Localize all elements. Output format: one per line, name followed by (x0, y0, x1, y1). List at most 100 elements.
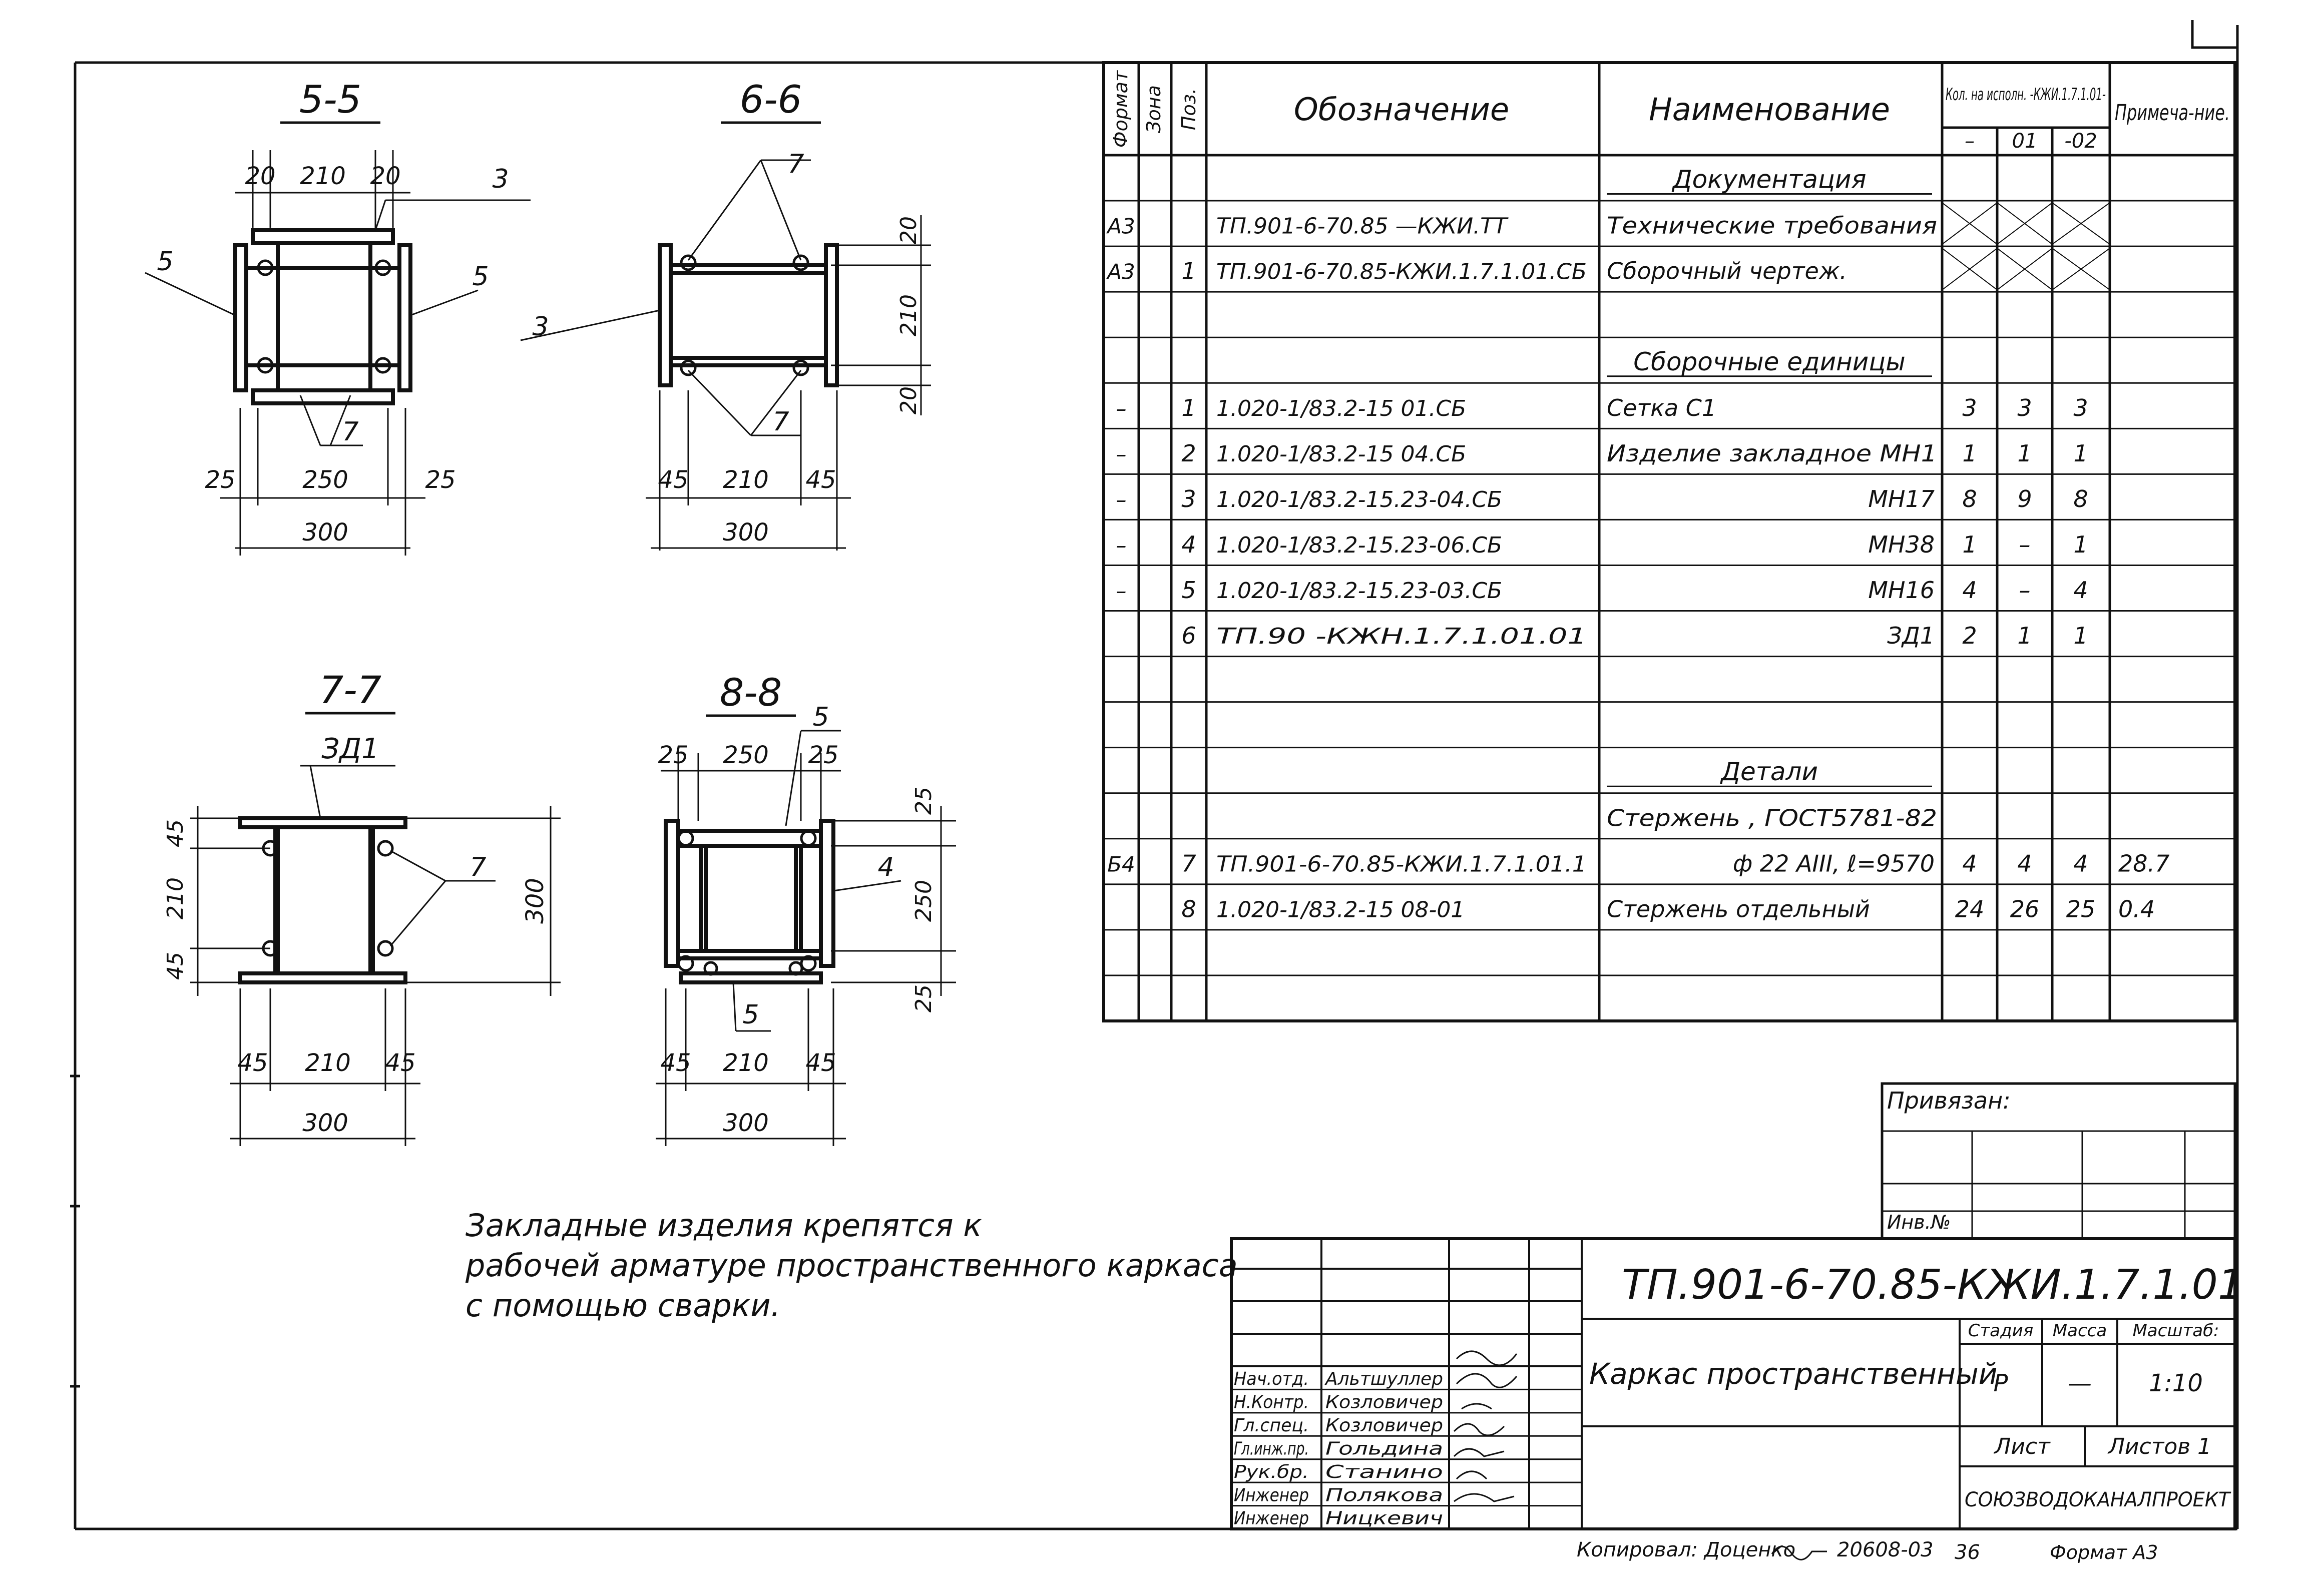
section-title-8-8: 8-8 (720, 670, 782, 715)
person-role: Инженер (1234, 1485, 1309, 1505)
spec-row: Сборочные единицы (1607, 347, 1932, 377)
footer: Копировал: Доценко 20608-03 36 Формат А3 (1577, 1538, 2158, 1564)
pos-8-8-5-bottom: 5 (742, 1000, 759, 1030)
binding-block: Привязан: Инв.№ (1881, 1082, 2236, 1240)
spec-cell-qty: 8 (1962, 485, 1977, 512)
dim-8-8-bot-mid: 210 (723, 1049, 769, 1077)
spec-cell-designation: ТП.901-6-70.85 —КЖИ.ТТ (1216, 214, 1509, 239)
note-line-3: с помощью сварки. (466, 1287, 780, 1324)
person-role: Гл.инж.пр. (1234, 1438, 1309, 1459)
spec-cell-qty: 4 (1962, 850, 1977, 877)
spec-cell-pos: 3 (1181, 485, 1196, 512)
person-name: Козловичер (1325, 1392, 1443, 1413)
spec-cell-designation: 1.020-1/83.2-15.23-03.СБ (1216, 578, 1502, 604)
title-name: Каркас пространственный (1589, 1357, 1997, 1391)
person-name: Альтшуллер (1324, 1369, 1443, 1389)
spec-cell-pos: 1 (1181, 394, 1196, 421)
dim-7-7-bot-mid: 210 (305, 1049, 351, 1077)
spec-cell-format: А3 (1106, 260, 1135, 284)
section-title-5-5: 5-5 (299, 77, 361, 122)
dim-5-5-top-mid: 210 (300, 162, 346, 190)
person-name: Гольдина (1325, 1438, 1443, 1459)
signatures (1453, 1350, 1518, 1502)
pos-5-5-7: 7 (342, 417, 358, 447)
dim-7-7-left-top: 45 (163, 819, 188, 847)
spec-cell-designation: ТП.90 -КЖН.1.7.1.01.01 (1216, 624, 1587, 649)
spec-header-note: Примеча-ние. (2115, 100, 2230, 126)
spec-row: Документация (1607, 165, 1932, 195)
spec-cell-qty: 4 (2073, 577, 2088, 604)
left-margin-ticks (70, 1075, 80, 1388)
person-role: Нач.отд. (1234, 1369, 1309, 1389)
dim-5-5-bot-right: 25 (425, 466, 455, 494)
footer-copied: Копировал: Доценко (1577, 1538, 1795, 1561)
spec-cell-qty: 24 (1955, 895, 1985, 922)
spec-cell-pos: 2 (1181, 440, 1196, 467)
spec-cell-note: 28.7 (2118, 850, 2169, 877)
section-6-6: 6-6 (520, 77, 931, 551)
dim-7-7-right: 300 (521, 878, 549, 924)
dim-5-5-overall: 300 (302, 518, 348, 547)
spec-cell-format: – (1116, 396, 1127, 421)
binding-inv-no: Инв.№ (1887, 1211, 1951, 1233)
title-sheet-label: Лист (1993, 1434, 2051, 1459)
dim-6-6-right-bot: 20 (896, 386, 921, 414)
spec-cell-qty: 1 (1962, 531, 1977, 558)
person-role: Гл.спец. (1234, 1415, 1309, 1436)
person-name: Ницкевич (1325, 1508, 1443, 1529)
footer-sheet-no: 36 (1955, 1541, 1980, 1564)
spec-cell-name: МН17 (1868, 485, 1935, 512)
dim-5-5-bot-mid: 250 (302, 466, 348, 494)
spec-cell-pos: 5 (1181, 577, 1196, 604)
corner-stamp-fragment (2191, 20, 2237, 49)
dim-8-8-right-bot: 25 (911, 984, 937, 1012)
dim-8-8-right-top: 25 (911, 787, 937, 815)
dim-8-8-overall: 300 (723, 1109, 769, 1137)
spec-cell-designation: 1.020-1/83.2-15 04.СБ (1216, 441, 1466, 467)
pos-6-6-7-top: 7 (787, 149, 804, 179)
spec-cell-qty: 1 (2073, 531, 2088, 558)
dim-6-6-bot-right: 45 (805, 466, 836, 494)
spec-cell-note: 0.4 (2118, 895, 2155, 922)
person-name: Полякова (1325, 1485, 1443, 1505)
dim-8-8-top-right: 25 (808, 741, 838, 769)
general-note: Закладные изделия крепятся к рабочей арм… (465, 1207, 1238, 1324)
specification-table: Формат Зона Поз. Обозначение Наименовани… (1102, 61, 2236, 1022)
spec-cell-name: Стержень , ГОСТ5781-82 (1607, 804, 1937, 831)
spec-cell-pos: 4 (1181, 531, 1196, 558)
spec-cell-designation: ТП.901-6-70.85-КЖИ.1.7.1.01.СБ (1216, 259, 1587, 285)
spec-cell-qty: 8 (2073, 485, 2088, 512)
spec-cell-name: Стержень отдельный (1607, 895, 1870, 922)
spec-cell-name: Изделие закладное МН1 (1607, 440, 1937, 467)
title-mass-label: Масса (2053, 1321, 2107, 1341)
spec-cell-qty: 1 (2073, 440, 2088, 467)
title-scale: 1:10 (2149, 1369, 2203, 1397)
dim-6-6-bot-mid: 210 (723, 466, 769, 494)
spec-cell-qty: 3 (1962, 394, 1977, 421)
spec-cell-format: – (1116, 533, 1127, 558)
copier-signature (1771, 1545, 1827, 1560)
pos-6-6-7-bottom: 7 (772, 407, 789, 437)
spec-cell-qty: 2 (1962, 622, 1977, 649)
spec-cell-name-heading: Сборочные единицы (1633, 347, 1906, 376)
title-sheets-label: Листов 1 (2107, 1434, 2211, 1459)
dim-8-8-top-left: 25 (658, 741, 688, 769)
spec-cell-qty: 1 (2017, 622, 2032, 649)
spec-cell-designation: 1.020-1/83.2-15 08-01 (1216, 897, 1465, 922)
pos-5-5-3: 3 (492, 164, 509, 194)
person-role: Н.Контр. (1234, 1392, 1309, 1413)
spec-cell-name: ф 22 АIII, ℓ=9570 (1733, 850, 1935, 877)
spec-cell-qty: 25 (2066, 895, 2096, 922)
person-name: Козловичер (1325, 1415, 1443, 1436)
spec-header-format: Формат (1110, 70, 1132, 148)
spec-header-qty-col-2: 01 (2012, 130, 2038, 153)
spec-cell-qty: 3 (2017, 394, 2032, 421)
section-title-6-6: 6-6 (740, 77, 802, 122)
